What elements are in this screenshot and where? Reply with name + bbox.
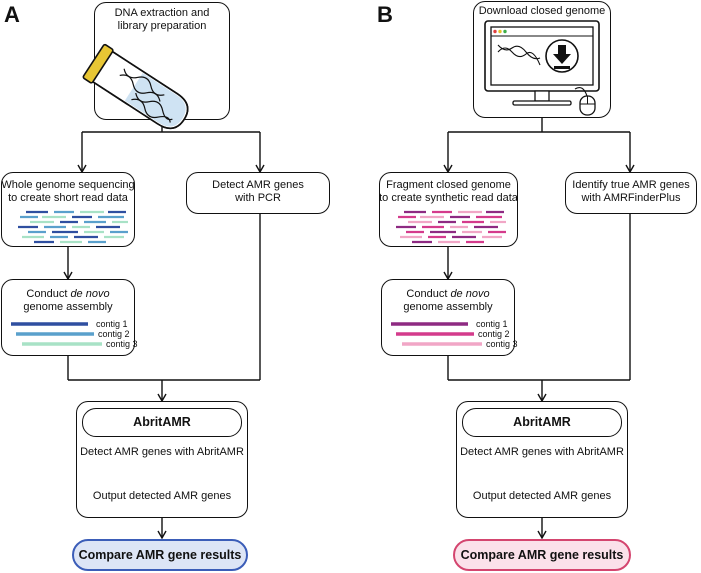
panel-b-contig1-label: contig 1 (476, 319, 508, 329)
panel-a-contig1-label: contig 1 (96, 319, 128, 329)
panel-a-pcr-box (186, 172, 330, 214)
panel-a-wgs-line1: Whole genome sequencing (1, 179, 135, 191)
panel-b-contig2-label: contig 2 (478, 329, 510, 339)
panel-b-abritamr-detect: Detect AMR genes with AbritAMR (460, 446, 624, 458)
panel-b-assembly-line1: Conduct de novo (381, 288, 515, 301)
panel-b-identify-line2: with AMRFinderPlus (581, 192, 681, 204)
panel-a-pcr-line1: Detect AMR genes (212, 179, 304, 191)
panel-b-letter: B (377, 2, 393, 27)
panel-a-pcr-line2: with PCR (235, 192, 281, 204)
panel-a-wgs-line2: to create short read data (8, 192, 128, 204)
panel-b-fragment-box (379, 172, 518, 247)
panel-a-assembly-line2: genome assembly (23, 301, 113, 313)
panel-a-dna-extraction-line1: DNA extraction and (114, 7, 210, 19)
panel-a-assembly-italic: de novo (70, 288, 110, 300)
panel-b-contig3-label: contig 3 (486, 339, 518, 349)
panel-a-letter: A (4, 2, 20, 27)
panel-a-assembly-line1: Conduct de novo (1, 288, 135, 301)
panel-a-contig2-label: contig 2 (98, 329, 130, 339)
panel-b-identify-line1: Identify true AMR genes (572, 179, 690, 191)
panel-a-contig3-label: contig 3 (106, 339, 138, 349)
panel-a-assembly-pre: Conduct (26, 288, 71, 300)
panel-a-compare-results: Compare AMR gene results (72, 539, 248, 571)
panel-b-identify-box (565, 172, 697, 214)
panel-b-assembly-line2: genome assembly (403, 301, 493, 313)
panel-b-assembly-italic: de novo (450, 288, 490, 300)
panel-b-compare-results: Compare AMR gene results (453, 539, 631, 571)
panel-b-download-line1: Download closed genome (478, 5, 606, 17)
panel-a-dna-extraction-line2: library preparation (117, 20, 207, 32)
panel-a-wgs-box (1, 172, 135, 247)
panel-a-abritamr-title: AbritAMR (82, 408, 242, 437)
panel-b-assembly-pre: Conduct (406, 288, 451, 300)
panel-a-abritamr-detect: Detect AMR genes with AbritAMR (80, 446, 244, 458)
panel-b-fragment-line1: Fragment closed genome (386, 179, 511, 191)
panel-b-abritamr-output: Output detected AMR genes (472, 490, 612, 502)
panel-a-abritamr-output: Output detected AMR genes (92, 490, 232, 502)
panel-b-abritamr-title: AbritAMR (462, 408, 622, 437)
panel-b-fragment-line2: to create synthetic read data (379, 192, 518, 204)
